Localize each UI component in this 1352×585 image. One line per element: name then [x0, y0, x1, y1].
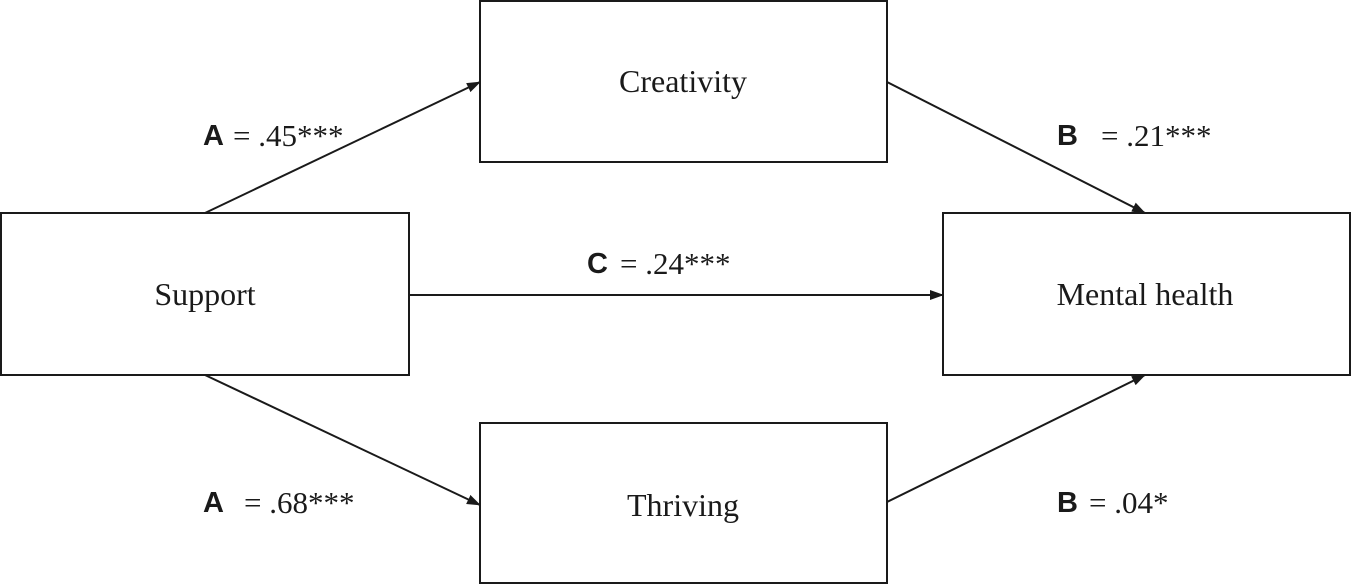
label-letter: B	[1057, 487, 1078, 519]
label-letter: B	[1057, 120, 1078, 152]
edge-support-thriving	[204, 374, 481, 506]
label-value: = .45***	[233, 118, 343, 153]
edge-thriving-mental-health	[886, 374, 1146, 503]
node-support: Support	[0, 212, 410, 376]
node-mental-health-label: Mental health	[1057, 276, 1234, 312]
node-mental-health: Mental health	[942, 212, 1351, 376]
node-creativity-label: Creativity	[619, 63, 747, 99]
label-support-mental-health: C = .24***	[587, 246, 730, 281]
label-letter: A	[203, 487, 224, 519]
label-creativity-mental-health: B = .21***	[1057, 118, 1211, 153]
label-value: = .68***	[244, 485, 354, 520]
label-support-thriving: A = .68***	[203, 485, 354, 520]
label-thriving-mental-health: B = .04*	[1057, 485, 1168, 520]
label-value: = .24***	[620, 246, 730, 281]
node-creativity: Creativity	[479, 0, 888, 163]
node-thriving-box	[479, 422, 888, 584]
label-letter: A	[203, 120, 224, 152]
node-creativity-box	[479, 0, 888, 163]
label-value: = .21***	[1101, 118, 1211, 153]
node-support-label: Support	[154, 276, 255, 312]
label-value: = .04*	[1089, 485, 1168, 520]
edge-support-creativity	[204, 81, 481, 214]
edge-creativity-mental-health	[886, 81, 1146, 214]
node-support-box	[0, 212, 410, 376]
label-support-creativity: A = .45***	[203, 118, 343, 153]
label-letter: C	[587, 248, 608, 280]
node-thriving: Thriving	[479, 422, 888, 584]
node-mental-health-box	[942, 212, 1351, 376]
node-thriving-label: Thriving	[627, 487, 739, 523]
